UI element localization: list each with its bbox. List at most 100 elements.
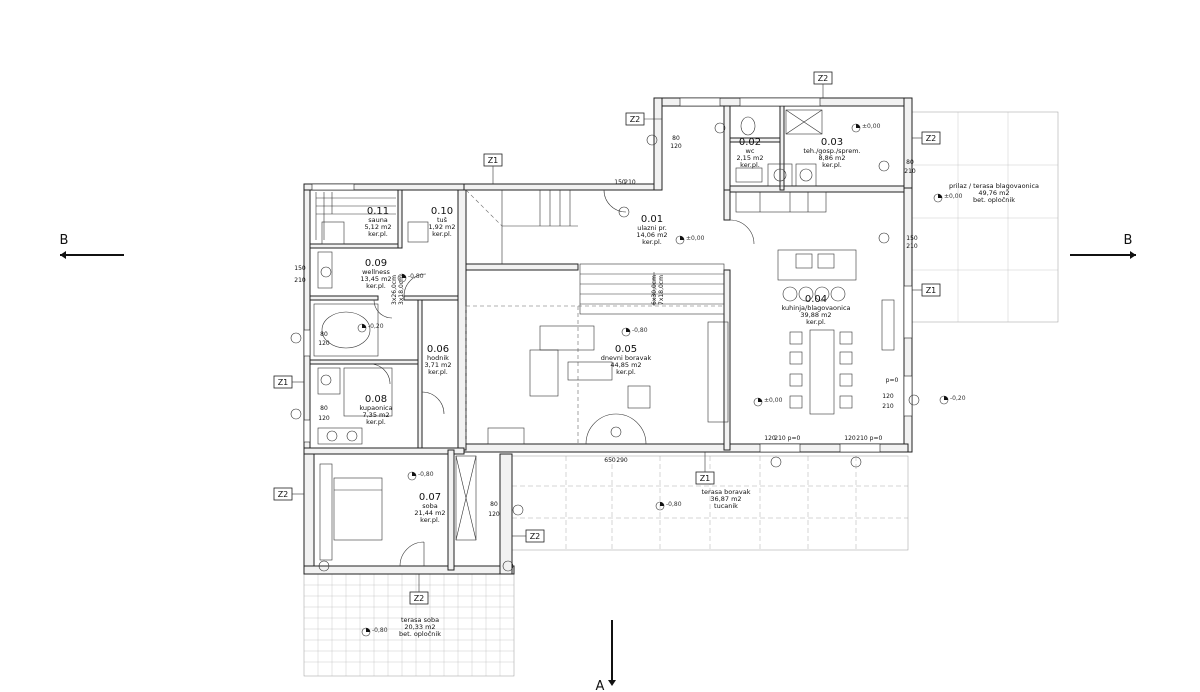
svg-text:p=0: p=0 <box>886 377 899 384</box>
opening-callout: 80 120 <box>488 501 524 518</box>
svg-text:120: 120 <box>844 435 856 442</box>
room-label-0.09: 0.09 wellness 13,45 m2 ker.pl. <box>360 258 391 290</box>
svg-text:80: 80 <box>490 501 498 508</box>
room-floor: ker.pl. <box>366 282 386 290</box>
terrace-name: prilaz / terasa blagovaonica <box>949 182 1039 190</box>
level-marker: -0,80 <box>621 327 648 337</box>
svg-text:80: 80 <box>320 331 328 338</box>
svg-text:Z1: Z1 <box>926 286 937 295</box>
room-name: kuhinja/blagovaonica <box>781 304 850 312</box>
svg-text:3x18,0cm: 3x18,0cm <box>398 275 405 305</box>
room-label-0.04: 0.04 kuhinja/blagovaonica 39,88 m2 ker.p… <box>781 294 850 326</box>
svg-text:-0,80: -0,80 <box>408 273 424 280</box>
room-name: teh./gosp./sprem. <box>803 147 860 155</box>
room-number: 0.04 <box>805 294 827 305</box>
terrace-boravak-paving <box>511 455 909 551</box>
room-label-0.06: 0.06 hodnik 3,71 m2 ker.pl. <box>424 344 451 376</box>
room-area: 14,06 m2 <box>636 231 667 239</box>
room-label-0.05: 0.05 dnevni boravak 44,85 m2 ker.pl. <box>601 344 652 376</box>
sauna-bench <box>315 192 429 245</box>
opening-callout: 80 120 <box>290 331 330 347</box>
svg-text:150: 150 <box>906 235 918 242</box>
svg-text:±0,00: ±0,00 <box>764 397 783 404</box>
tag-z2: Z2 <box>525 529 545 543</box>
terrace-floor: bet. opločnik <box>973 196 1015 204</box>
exterior-walls <box>303 97 913 575</box>
svg-text:B: B <box>1124 233 1133 248</box>
room-label-0.01: 0.01 ulazni pr. 14,06 m2 ker.pl. <box>636 214 667 246</box>
svg-text:-0,80: -0,80 <box>372 627 388 634</box>
terrace-name: terasa soba <box>401 616 439 624</box>
svg-text:Z1: Z1 <box>278 378 289 387</box>
svg-text:-0,80: -0,80 <box>632 327 648 334</box>
wc-fixtures <box>735 109 823 187</box>
section-marker-b-left: B <box>60 233 124 259</box>
room-area: 13,45 m2 <box>360 275 391 283</box>
room-area: 8,86 m2 <box>818 154 845 162</box>
svg-text:±0,00: ±0,00 <box>862 123 881 130</box>
room-area: 5,12 m2 <box>364 223 391 231</box>
stair-annotation: 6x30,0cm 7x18,0cm <box>651 275 665 305</box>
svg-text:-0,20: -0,20 <box>368 323 384 330</box>
room-name: sauna <box>368 216 388 224</box>
room-floor: ker.pl. <box>806 318 826 326</box>
svg-text:B: B <box>60 233 69 248</box>
room-label-0.08: 0.08 kupaonica 7,35 m2 ker.pl. <box>359 394 392 426</box>
room-number: 0.11 <box>367 206 389 217</box>
level-marker: -0,80 <box>361 627 388 637</box>
level-marker: -0,20 <box>357 323 384 333</box>
svg-text:150: 150 <box>614 179 626 186</box>
opening-callout: 120 210 p=0 <box>764 435 801 468</box>
opening-callout <box>502 560 514 572</box>
room-number: 0.10 <box>431 206 453 217</box>
tag-z1: Z1 <box>921 283 941 297</box>
tag-z2: Z2 <box>813 71 833 85</box>
room-label-0.03: 0.03 teh./gosp./sprem. 8,86 m2 ker.pl. <box>803 137 860 169</box>
svg-text:±0,00: ±0,00 <box>944 193 963 200</box>
svg-text:120: 120 <box>318 340 330 347</box>
level-marker: ±0,00 <box>675 235 705 245</box>
room-label-0.07: 0.07 soba 21,44 m2 ker.pl. <box>414 492 445 524</box>
tag-z1: Z1 <box>695 471 715 485</box>
level-marker: ±0,00 <box>933 193 963 203</box>
terrace-floor: bet. opločnik <box>399 630 441 638</box>
svg-text:120: 120 <box>318 415 330 422</box>
svg-text:150: 150 <box>294 265 306 272</box>
terrace-name: terasa boravak <box>702 488 751 496</box>
svg-text:Z2: Z2 <box>926 134 937 143</box>
opening-callout: 650 290 <box>604 426 628 464</box>
svg-text:3x26,0cm: 3x26,0cm <box>391 275 398 305</box>
level-marker: -0,80 <box>407 471 434 481</box>
doors <box>369 189 755 415</box>
tag-leaders <box>292 84 922 592</box>
svg-text:Z2: Z2 <box>630 115 641 124</box>
svg-text:120: 120 <box>670 143 682 150</box>
room-area: 3,71 m2 <box>424 361 451 369</box>
room-floor: ker.pl. <box>616 368 636 376</box>
wellness-bathtub <box>313 251 379 357</box>
room-name: wc <box>746 147 755 155</box>
tag-z2: Z2 <box>625 112 645 126</box>
svg-text:6x30,0cm: 6x30,0cm <box>651 275 658 305</box>
opening-callout <box>318 560 330 572</box>
room-number: 0.09 <box>365 258 387 269</box>
room-name: ulazni pr. <box>637 224 667 232</box>
svg-text:Z2: Z2 <box>278 490 289 499</box>
opening-callout: 120 210 p=0 <box>882 377 920 410</box>
level-marker: -0,80 <box>655 501 682 511</box>
terrace-label-boravak: terasa boravak 36,87 m2 tucanik <box>702 488 751 510</box>
room-floor: ker.pl. <box>740 161 760 169</box>
svg-text:120: 120 <box>488 511 500 518</box>
room-floor: ker.pl. <box>432 230 452 238</box>
room-area: 2,15 m2 <box>736 154 763 162</box>
svg-text:7x18,0cm: 7x18,0cm <box>658 275 665 305</box>
room-area: 39,88 m2 <box>800 311 831 319</box>
svg-text:Z2: Z2 <box>530 532 541 541</box>
level-marker: -0,80 <box>397 273 424 283</box>
svg-text:-0,20: -0,20 <box>950 395 966 402</box>
svg-text:210: 210 <box>294 277 306 284</box>
tag-z2: Z2 <box>921 131 941 145</box>
room-floor: ker.pl. <box>420 516 440 524</box>
svg-text:210: 210 <box>774 435 786 442</box>
